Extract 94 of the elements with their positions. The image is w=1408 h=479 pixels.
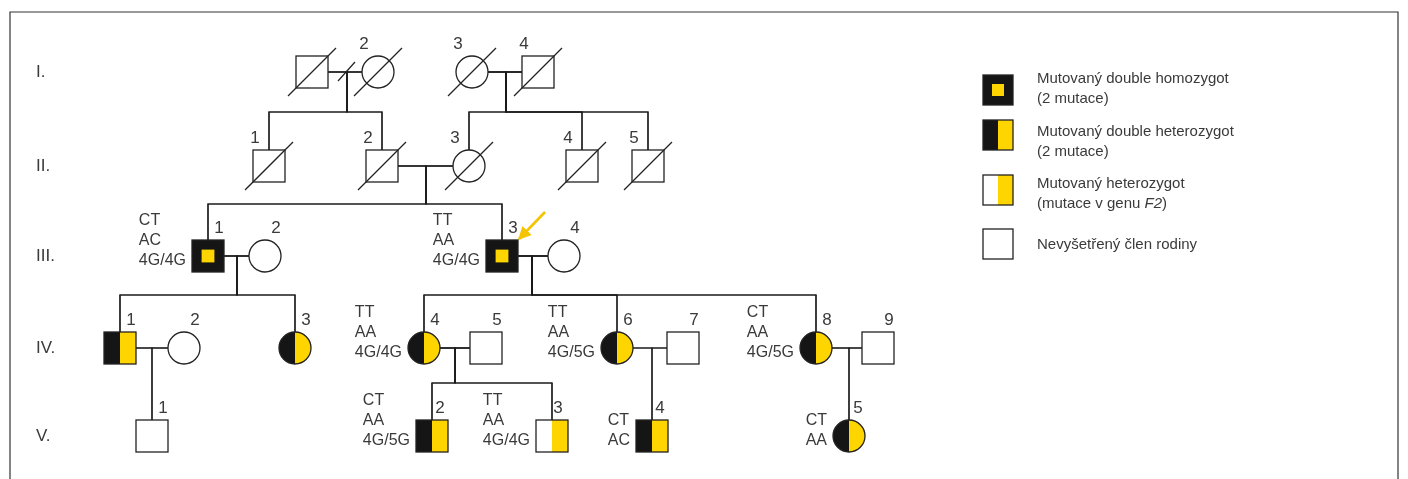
genotype-label: 4G/5G (547, 342, 595, 362)
individual-number: 7 (688, 310, 700, 330)
male-symbol (636, 420, 668, 452)
genotype-label: AC (138, 230, 162, 250)
individual-number: 3 (552, 398, 564, 418)
genotype-label: AA (482, 410, 505, 430)
genotype-label: CT (805, 410, 827, 430)
individual-number: 8 (821, 310, 833, 330)
descent-line (151, 347, 169, 421)
individual-number: 3 (449, 128, 461, 148)
genotype-label: 4G/4G (138, 250, 186, 270)
legend-text: Mutovaný double heterozygot (2 mutace) (1037, 121, 1235, 161)
genotype-label: 4G/5G (362, 430, 410, 450)
male-symbol (416, 420, 448, 452)
descent-line (346, 71, 383, 151)
genotype-label: CT (746, 302, 769, 322)
generation-label: II. (36, 156, 51, 176)
male-symbol (136, 420, 168, 452)
male-symbol (470, 332, 502, 364)
individual-number: 4 (562, 128, 574, 148)
genotype-label: AA (432, 230, 455, 250)
individual-number: 4 (429, 310, 441, 330)
male-symbol (536, 420, 568, 452)
legend-text: Mutovaný heterozygot (mutace v genu F2) (1037, 173, 1186, 213)
female-symbol (362, 56, 394, 88)
male-symbol (632, 150, 664, 182)
individual-number: 1 (249, 128, 261, 148)
genotype-label: CT (607, 410, 630, 430)
individual-number: 2 (189, 310, 201, 330)
individual-number: 4 (654, 398, 666, 418)
female-symbol (408, 332, 440, 364)
genotype-label: 4G/4G (482, 430, 530, 450)
male-symbol (862, 332, 894, 364)
descent-line (651, 347, 668, 421)
male-symbol (104, 332, 136, 364)
individual-number: 4 (569, 218, 581, 238)
individual-number: 5 (628, 128, 640, 148)
female-symbol (453, 150, 485, 182)
proband-arrow (518, 211, 546, 240)
genotype-label: AA (362, 410, 385, 430)
genotype-label: 4G/4G (432, 250, 480, 270)
individual-number: 4 (518, 34, 530, 54)
descent-line (425, 165, 503, 241)
individual-number: 3 (300, 310, 312, 330)
female-symbol (601, 332, 633, 364)
individual-number: 1 (157, 398, 169, 418)
genotype-label: AA (354, 322, 377, 342)
female-symbol (800, 332, 832, 364)
individual-number: 3 (452, 34, 464, 54)
genotype-label: CT (362, 390, 385, 410)
individual-number: 2 (270, 218, 282, 238)
genotype-label: AA (746, 322, 769, 342)
individual-number: 2 (362, 128, 374, 148)
genotype-label: TT (432, 210, 453, 230)
female-symbol (249, 240, 281, 272)
individual-number: 5 (491, 310, 503, 330)
male-symbol (366, 150, 398, 182)
descent-line (848, 347, 863, 421)
male-symbol (296, 56, 328, 88)
generation-label: III. (36, 246, 55, 266)
legend-text: Mutovaný double homozygot (2 mutace) (1037, 68, 1230, 108)
genotype-label: AA (805, 430, 827, 450)
male-symbol (253, 150, 285, 182)
genotype-label: TT (547, 302, 568, 322)
genotype-label: AC (607, 430, 630, 450)
genotype-label: AA (547, 322, 570, 342)
individual-number: 3 (507, 218, 519, 238)
genotype-label: CT (138, 210, 161, 230)
generation-label: I. (36, 62, 46, 82)
female-symbol (548, 240, 580, 272)
generation-label: V. (36, 426, 51, 446)
female-symbol (279, 332, 311, 364)
female-symbol (456, 56, 488, 88)
female-symbol (168, 332, 200, 364)
genotype-label: 4G/4G (354, 342, 402, 362)
genotype-label: TT (354, 302, 375, 322)
male-symbol (192, 240, 224, 272)
genotype-label: TT (482, 390, 503, 410)
female-symbol (833, 420, 865, 452)
individual-number: 2 (434, 398, 446, 418)
legend-text: Nevyšetřený člen rodiny (1037, 234, 1199, 254)
male-symbol (522, 56, 554, 88)
individual-number: 1 (213, 218, 225, 238)
male-symbol (486, 240, 518, 272)
individual-number: 2 (358, 34, 370, 54)
genotype-label: 4G/5G (746, 342, 794, 362)
male-symbol (566, 150, 598, 182)
descent-line (236, 255, 296, 333)
individual-number: 6 (622, 310, 634, 330)
individual-number: 1 (125, 310, 137, 330)
male-symbol (667, 332, 699, 364)
individual-number: 5 (852, 398, 864, 418)
individual-number: 9 (883, 310, 895, 330)
generation-label: IV. (36, 338, 56, 358)
